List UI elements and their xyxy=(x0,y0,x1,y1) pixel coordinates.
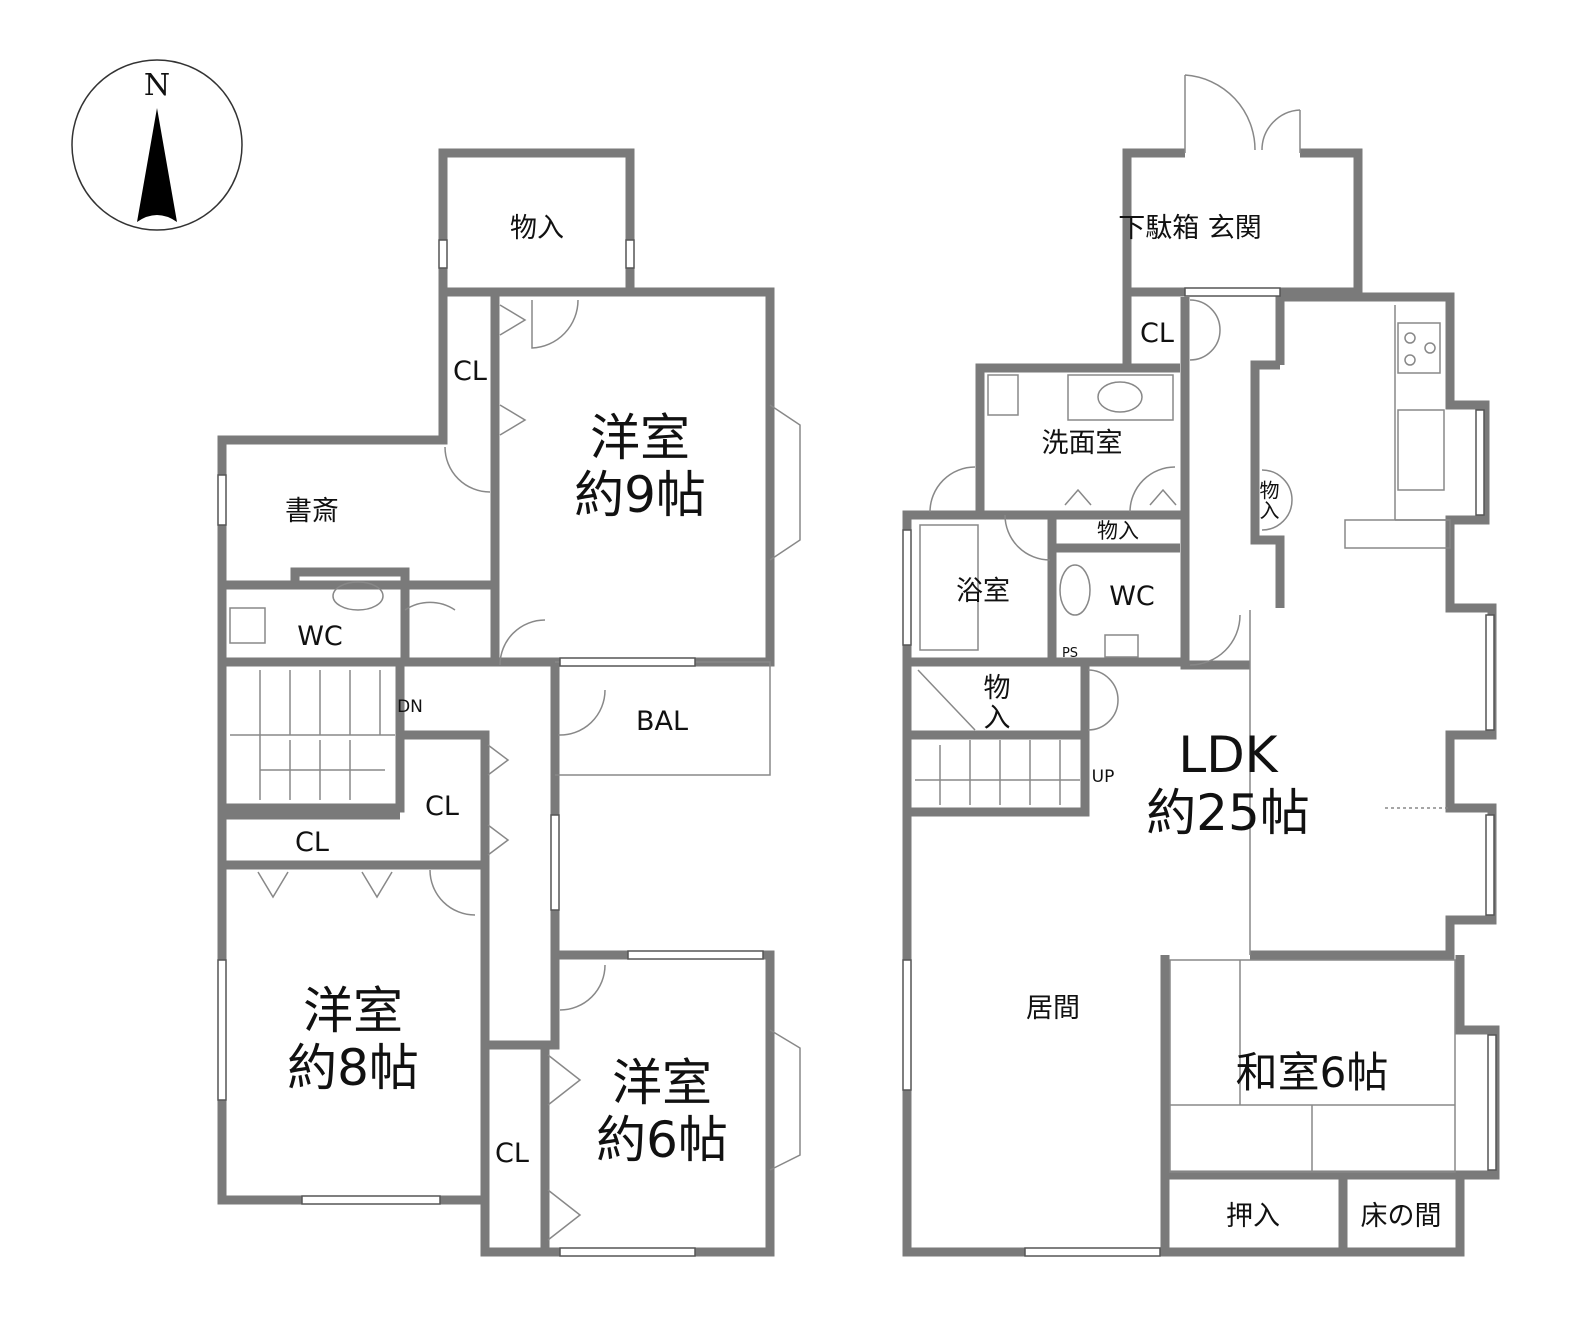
room-label-tokonoma: 床の間 xyxy=(1361,1201,1442,1232)
room-label-balcony: BAL xyxy=(636,706,688,737)
room-label-closet: CL xyxy=(1140,318,1174,349)
room-label-closet-hall: CL xyxy=(295,827,329,858)
room-label-western-9: 洋室 xyxy=(590,409,690,467)
room-label-storage-hall: 物入 xyxy=(1256,480,1280,520)
room-label-storage-top: 物入 xyxy=(510,213,564,244)
room-size-ldk: 約25帖 xyxy=(1146,784,1310,842)
room-label-entrance: 下駄箱 玄関 xyxy=(1118,213,1262,244)
room-label-closet-bottom: CL xyxy=(495,1138,529,1169)
room-label-ldk: LDK xyxy=(1178,726,1278,784)
room-label-storage-stairs-2: 入 xyxy=(984,703,1011,734)
compass: N xyxy=(71,59,243,231)
upper-floor-plan: 物入 CL 洋室 約9帖 書斎 WC DN CL CL BAL 洋室 約8帖 C… xyxy=(217,148,801,1257)
room-label-washroom: 洗面室 xyxy=(1042,428,1123,459)
north-arrow-icon xyxy=(137,108,177,222)
room-label-bath: 浴室 xyxy=(956,576,1010,607)
ground-floor-plan: 下駄箱 玄関 CL 洗面室 物入 浴室 WC PS 物入 物 入 UP LDK … xyxy=(902,74,1500,1257)
room-label-western-8: 洋室 xyxy=(303,982,403,1040)
stairs-label-up: UP xyxy=(1092,767,1115,787)
room-label-closet-top: CL xyxy=(453,356,487,387)
room-label-storage-stairs: 物 xyxy=(984,673,1011,704)
room-label-study: 書斎 xyxy=(285,496,339,527)
room-size-western-8: 約8帖 xyxy=(287,1039,419,1097)
room-label-western-6: 洋室 xyxy=(612,1054,712,1112)
room-label-closet-mid: CL xyxy=(425,791,459,822)
north-label: N xyxy=(144,68,170,103)
room-size-western-9: 約9帖 xyxy=(574,466,706,524)
stairs-label-dn: DN xyxy=(397,697,423,717)
room-label-storage-wash: 物入 xyxy=(1097,519,1139,543)
room-label-oshiire: 押入 xyxy=(1226,1201,1280,1232)
room-label-ps: PS xyxy=(1062,646,1078,661)
room-label-wc: WC xyxy=(297,621,343,652)
room-label-wc-ground: WC xyxy=(1109,581,1155,612)
room-size-western-6: 約6帖 xyxy=(596,1111,728,1169)
room-label-japanese-room: 和室6帖 xyxy=(1236,1048,1389,1097)
room-label-living: 居間 xyxy=(1026,993,1080,1024)
